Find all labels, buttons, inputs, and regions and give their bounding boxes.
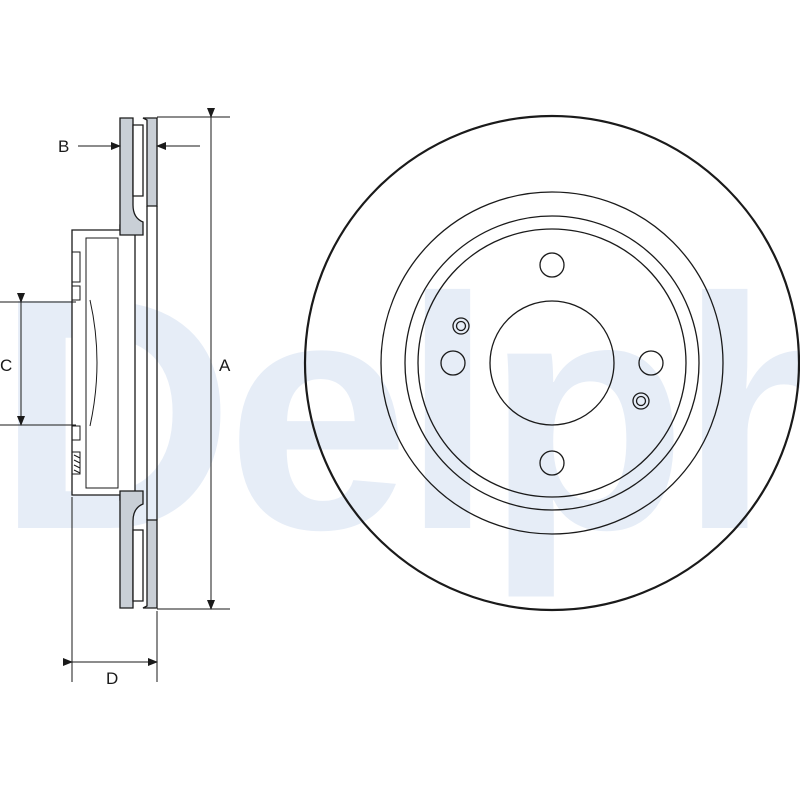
- dimension-c-label: C: [0, 356, 12, 375]
- disc-outer-edge: [303, 114, 800, 612]
- disc-front-view: [303, 114, 800, 612]
- vent-slot-bottom: [132, 529, 144, 602]
- dimension-d-label: D: [106, 669, 118, 688]
- outer-plate-bottom: [119, 490, 144, 609]
- disc-side-section: [71, 117, 158, 609]
- hub-boss-top: [72, 251, 81, 283]
- screw-hole-upper-left-inner: [455, 320, 467, 332]
- stud-hole-top: [539, 252, 565, 278]
- hat-outer-edge: [404, 215, 700, 511]
- hat-inner-face: [85, 237, 119, 489]
- outer-plate-top: [119, 117, 144, 236]
- stud-hole-left: [440, 350, 466, 376]
- hub-step-top: [72, 285, 81, 301]
- dimension-a-label: A: [219, 356, 231, 375]
- stud-hole-bottom: [539, 450, 565, 476]
- dimension-a: A: [157, 108, 231, 610]
- dimension-c: C: [0, 293, 76, 426]
- hub-step-bottom: [72, 425, 81, 441]
- screw-hole-upper-left: [452, 317, 470, 335]
- center-bore: [489, 300, 615, 426]
- screw-hole-lower-right: [632, 392, 650, 410]
- stud-thread: [73, 454, 81, 474]
- dimension-b: B: [58, 137, 200, 156]
- inner-plate-top: [142, 117, 158, 207]
- inner-plate-bottom: [142, 519, 158, 609]
- screw-hole-lower-right-inner: [635, 395, 647, 407]
- hat-section: [71, 224, 136, 501]
- dimension-b-label: B: [58, 137, 69, 156]
- stud-hole-right: [638, 350, 664, 376]
- dimension-d: D: [63, 497, 158, 688]
- friction-ring-inner-edge: [380, 191, 724, 535]
- hat-inner-edge: [417, 228, 687, 498]
- vent-slot-top: [132, 124, 144, 197]
- hat-curve: [89, 299, 98, 427]
